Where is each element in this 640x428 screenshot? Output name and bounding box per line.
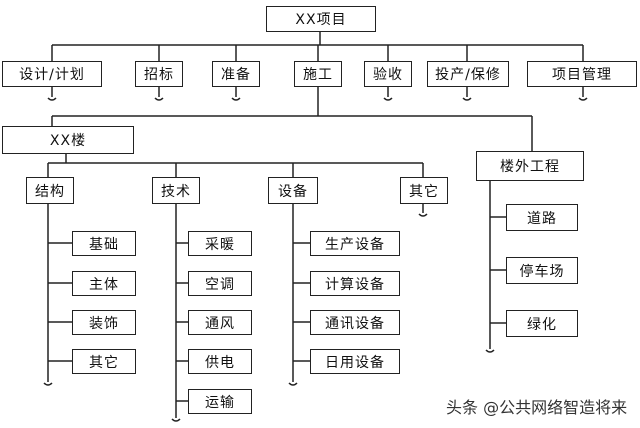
phase-bidding[interactable]: 招标: [135, 61, 183, 87]
outdoor-item[interactable]: 停车场: [506, 257, 578, 284]
root-node[interactable]: XX项目: [266, 6, 376, 32]
phase-acceptance[interactable]: 验收: [364, 61, 412, 87]
phase-project-management[interactable]: 项目管理: [527, 61, 637, 87]
phase-construction[interactable]: 施工: [294, 61, 342, 87]
building-node[interactable]: XX楼: [2, 126, 134, 154]
category-technology[interactable]: 技术: [152, 177, 200, 204]
technology-item[interactable]: 采暖: [188, 231, 252, 256]
structure-item[interactable]: 主体: [72, 271, 136, 296]
phase-production-warranty[interactable]: 投产/保修: [427, 61, 509, 87]
technology-item[interactable]: 运输: [188, 389, 252, 414]
structure-item[interactable]: 其它: [72, 349, 136, 374]
outdoor-item[interactable]: 道路: [506, 204, 578, 231]
category-equipment[interactable]: 设备: [268, 177, 318, 204]
outdoor-item[interactable]: 绿化: [506, 310, 578, 337]
technology-item[interactable]: 通风: [188, 310, 252, 335]
equipment-item[interactable]: 通讯设备: [310, 310, 400, 335]
technology-item[interactable]: 供电: [188, 349, 252, 374]
outdoor-works-node[interactable]: 楼外工程: [476, 151, 584, 181]
phase-preparation[interactable]: 准备: [212, 61, 260, 87]
phase-design-plan[interactable]: 设计/计划: [2, 61, 102, 87]
category-structure[interactable]: 结构: [26, 177, 74, 204]
equipment-item[interactable]: 生产设备: [310, 231, 400, 256]
structure-item[interactable]: 装饰: [72, 310, 136, 335]
category-other[interactable]: 其它: [400, 177, 448, 204]
equipment-item[interactable]: 日用设备: [310, 349, 400, 374]
watermark: 头条 @公共网络智造将来: [446, 398, 628, 417]
structure-item[interactable]: 基础: [72, 231, 136, 256]
technology-item[interactable]: 空调: [188, 271, 252, 296]
equipment-item[interactable]: 计算设备: [310, 271, 400, 296]
